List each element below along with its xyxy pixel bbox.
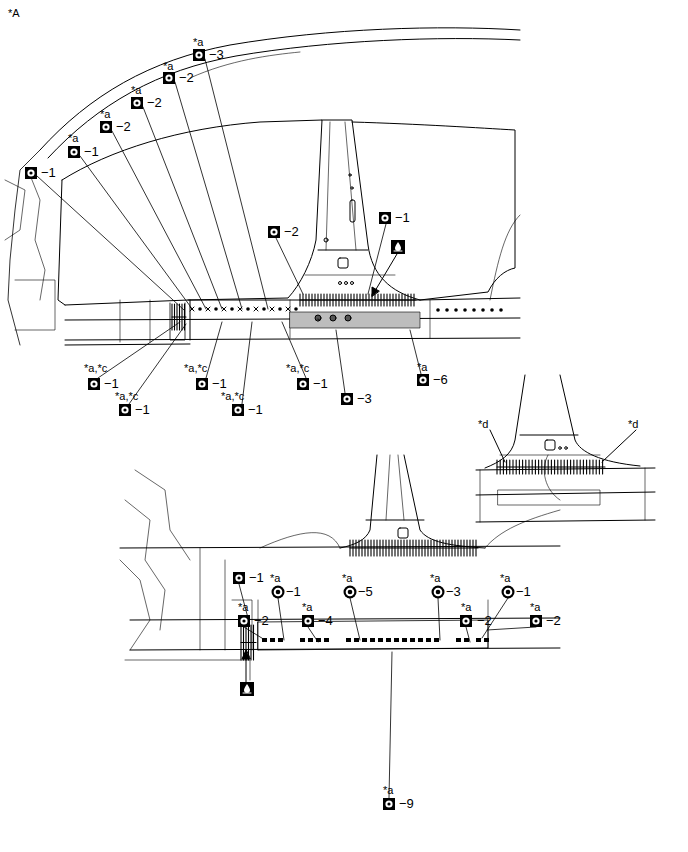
weld-symbol bbox=[379, 212, 391, 224]
plug-weld-symbol bbox=[272, 586, 285, 599]
callout-number: −2 bbox=[254, 614, 269, 627]
note-mark: *a bbox=[342, 573, 352, 584]
callout-number: −3 bbox=[357, 392, 372, 405]
sealer-arrows bbox=[242, 254, 397, 682]
bottom-body bbox=[120, 455, 560, 680]
note-mark: *a,*c bbox=[115, 391, 138, 402]
weld-symbol bbox=[88, 378, 100, 390]
weld-symbol bbox=[302, 615, 314, 627]
note-mark: *a bbox=[163, 61, 173, 72]
callout-number: −1 bbox=[516, 585, 531, 598]
inset-detail bbox=[476, 375, 655, 522]
plug-weld-symbol bbox=[432, 586, 445, 599]
note-mark: *a bbox=[530, 602, 540, 613]
callout-number: −4 bbox=[318, 614, 333, 627]
note-mark: *a bbox=[193, 37, 203, 48]
note-mark: *a bbox=[302, 602, 312, 613]
plug-weld-symbol bbox=[502, 586, 515, 599]
callout-number: −3 bbox=[446, 585, 461, 598]
callout-number: −1 bbox=[313, 377, 328, 390]
leader-lines bbox=[37, 59, 536, 798]
note-mark: *d bbox=[478, 419, 488, 430]
callout-number: −1 bbox=[286, 585, 301, 598]
weld-symbol bbox=[341, 393, 353, 405]
weld-symbol bbox=[460, 615, 472, 627]
note-mark: *a bbox=[430, 573, 440, 584]
callout-number: −1 bbox=[104, 377, 119, 390]
callout-number: −2 bbox=[546, 614, 561, 627]
weld-symbol bbox=[268, 226, 280, 238]
top-body bbox=[5, 28, 520, 345]
note-mark: *a,*c bbox=[84, 363, 107, 374]
weld-symbol bbox=[417, 374, 429, 386]
weld-symbol bbox=[196, 378, 208, 390]
note-mark: *a bbox=[270, 573, 280, 584]
plug-weld-symbol bbox=[344, 586, 357, 599]
callout-number: −5 bbox=[358, 585, 373, 598]
callout-number: −1 bbox=[248, 403, 263, 416]
weld-symbol bbox=[233, 572, 245, 584]
weld-symbol bbox=[238, 615, 250, 627]
callout-number: −6 bbox=[433, 373, 448, 386]
callout-number: −9 bbox=[399, 797, 414, 810]
callout-number: −1 bbox=[395, 211, 410, 224]
weld-symbol bbox=[163, 72, 175, 84]
note-mark: *a bbox=[238, 602, 248, 613]
weld-symbol bbox=[100, 121, 112, 133]
weld-symbol bbox=[297, 378, 309, 390]
note-mark: *a bbox=[100, 109, 110, 120]
weld-symbol bbox=[530, 615, 542, 627]
weld-symbol bbox=[119, 404, 131, 416]
callout-number: −2 bbox=[147, 96, 162, 109]
callout-number: −1 bbox=[212, 377, 227, 390]
callout-number: −3 bbox=[209, 48, 224, 61]
weld-symbol bbox=[383, 798, 395, 810]
weld-symbol bbox=[193, 49, 205, 61]
note-mark: *a bbox=[383, 785, 393, 796]
note-mark: *a,*c bbox=[286, 363, 309, 374]
callout-number: −2 bbox=[116, 120, 131, 133]
sealer-symbol bbox=[391, 240, 405, 254]
note-mark: *a bbox=[131, 85, 141, 96]
note-mark: *a,*c bbox=[221, 391, 244, 402]
note-mark: *a bbox=[500, 573, 510, 584]
callout-number: −2 bbox=[477, 614, 492, 627]
callout-number: −2 bbox=[179, 71, 194, 84]
weld-symbol bbox=[131, 97, 143, 109]
callout-number: −2 bbox=[284, 225, 299, 238]
callout-number: −1 bbox=[249, 571, 264, 584]
note-mark: *a bbox=[461, 602, 471, 613]
figure-label: *A bbox=[8, 8, 20, 19]
weld-symbol bbox=[25, 167, 37, 179]
weld-symbol bbox=[232, 404, 244, 416]
note-mark: *a bbox=[68, 133, 78, 144]
note-mark: *a,*c bbox=[184, 363, 207, 374]
callout-number: −1 bbox=[41, 166, 56, 179]
sealer-symbol bbox=[240, 682, 254, 696]
note-mark: *a bbox=[417, 362, 427, 373]
weld-symbol bbox=[68, 146, 80, 158]
callout-number: −1 bbox=[84, 145, 99, 158]
note-mark: *d bbox=[628, 419, 638, 430]
callout-number: −1 bbox=[135, 403, 150, 416]
